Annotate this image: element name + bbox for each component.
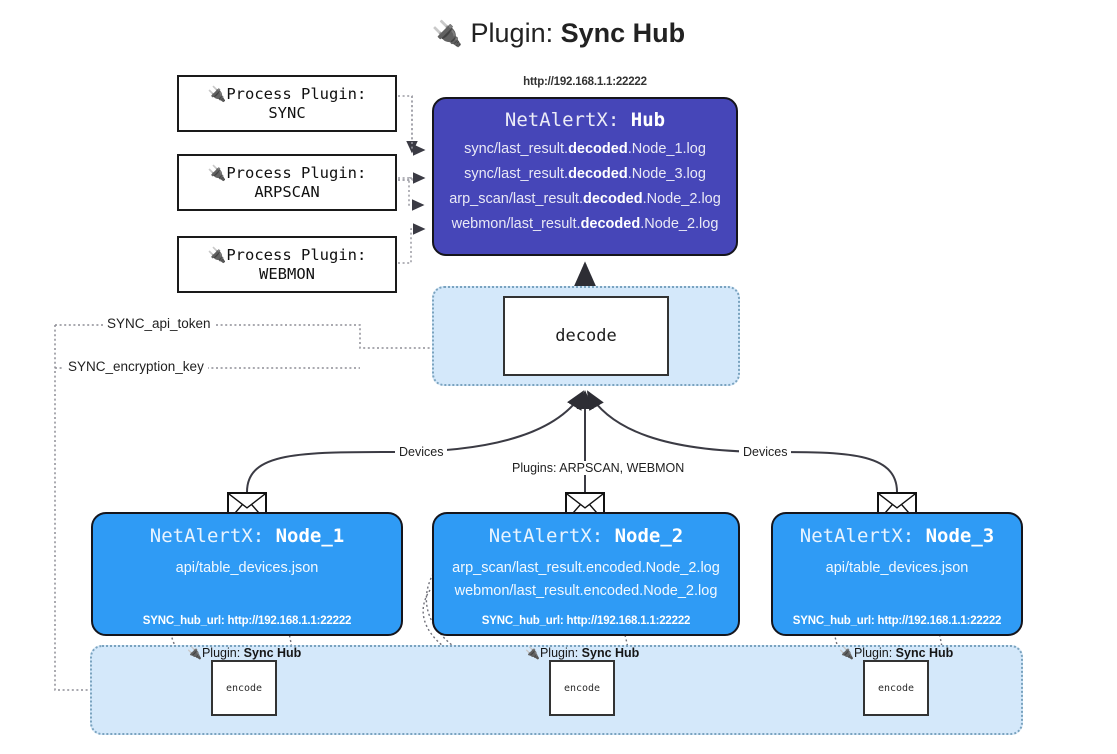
log-post: .Node_3.log	[627, 165, 706, 182]
node-line-list: arp_scan/last_result.encoded.Node_2.log …	[434, 557, 738, 604]
encode-box-node-1[interactable]: encode	[211, 660, 277, 716]
plugin-label-node-2: 🔌Plugin: Sync Hub	[525, 646, 639, 660]
page-title-name: Sync Hub	[560, 18, 686, 48]
process-plugin-label: Process Plugin:	[226, 85, 367, 104]
encode-box-node-2[interactable]: encode	[549, 660, 615, 716]
hub-log-item: webmon/last_result.decoded.Node_2.log	[434, 212, 736, 237]
log-strong: decoded	[568, 165, 628, 182]
process-plugin-name: WEBMON	[259, 264, 315, 283]
hub-log-item: sync/last_result.decoded.Node_3.log	[434, 162, 736, 187]
process-plugin-label: Process Plugin:	[226, 246, 367, 265]
node-line-list: api/table_devices.json	[93, 557, 401, 580]
plug-icon: 🔌	[839, 646, 854, 660]
hub-box[interactable]: NetAlertX: Hub sync/last_result.decoded.…	[432, 97, 738, 256]
process-plugin-box-webmon[interactable]: 🔌Process Plugin: WEBMON	[177, 236, 397, 293]
plug-icon: 🔌	[207, 164, 227, 183]
plugin-label-node-3: 🔌Plugin: Sync Hub	[839, 646, 953, 660]
plugin-label-prefix: Plugin:	[201, 646, 244, 660]
process-plugin-box-arpscan[interactable]: 🔌Process Plugin: ARPSCAN	[177, 154, 397, 211]
plug-icon: 🔌	[431, 20, 464, 48]
hub-title-prefix: NetAlertX:	[504, 109, 631, 131]
plug-icon: 🔌	[187, 646, 202, 660]
log-pre: sync/last_result.	[464, 141, 569, 157]
log-pre: arp_scan/last_result.	[449, 190, 583, 207]
log-post: .Node_2.log	[642, 190, 721, 207]
node-title-name: Node_2	[614, 525, 684, 547]
node-title: NetAlertX: Node_2	[434, 525, 738, 547]
plugin-label-prefix: Plugin:	[539, 646, 582, 660]
decode-box[interactable]: decode	[503, 296, 669, 376]
process-plugin-name: SYNC	[268, 103, 306, 122]
process-plugin-box-sync[interactable]: 🔌Process Plugin: SYNC	[177, 75, 397, 132]
log-pre: webmon/last_result.	[451, 215, 581, 232]
plugin-label-name: Sync Hub	[243, 646, 302, 660]
node-title-name: Node_1	[275, 525, 345, 547]
hub-log-item: arp_scan/last_result.decoded.Node_2.log	[434, 187, 736, 212]
node-line: api/table_devices.json	[175, 560, 319, 576]
node-box-node-2[interactable]: NetAlertX: Node_2 arp_scan/last_result.e…	[432, 512, 740, 636]
node-line: api/table_devices.json	[825, 560, 969, 576]
log-post: .Node_1.log	[627, 141, 706, 157]
log-strong: decoded	[568, 141, 628, 157]
node-title: NetAlertX: Node_1	[93, 525, 401, 547]
plugin-label-node-1: 🔌Plugin: Sync Hub	[187, 646, 301, 660]
hub-log-list: sync/last_result.decoded.Node_1.log sync…	[434, 137, 736, 237]
plug-icon: 🔌	[525, 646, 540, 660]
node-line: webmon/last_result.encoded.Node_2.log	[454, 583, 718, 600]
page-title-prefix: Plugin:	[470, 18, 561, 48]
plugin-label-name: Sync Hub	[581, 646, 640, 660]
hub-url-label: http://192.168.1.1:22222	[523, 76, 647, 88]
plugin-label-prefix: Plugin:	[853, 646, 896, 660]
plug-icon: 🔌	[207, 246, 227, 265]
sync-api-token-label: SYNC_api_token	[103, 316, 215, 331]
plugin-label-name: Sync Hub	[895, 646, 954, 660]
sync-encryption-key-label: SYNC_encryption_key	[64, 359, 208, 374]
edge-label-left-devices: Devices	[395, 445, 448, 459]
hub-log-item: sync/last_result.decoded.Node_1.log	[434, 137, 736, 162]
node-hub-url: SYNC_hub_url: http://192.168.1.1:22222	[792, 615, 1002, 627]
edge-label-right-devices: Devices	[739, 445, 792, 459]
node-title-name: Node_3	[925, 525, 995, 547]
encode-box-node-3[interactable]: encode	[863, 660, 929, 716]
node-line-list: api/table_devices.json	[773, 557, 1021, 580]
process-plugin-label: Process Plugin:	[226, 164, 367, 183]
hub-title-name: Hub	[630, 109, 666, 131]
plug-icon: 🔌	[207, 85, 227, 104]
hub-title: NetAlertX: Hub	[434, 109, 736, 131]
log-post: .Node_2.log	[640, 215, 719, 232]
edge-label-center-plugins: Plugins: ARPSCAN, WEBMON	[508, 461, 689, 475]
node-line: arp_scan/last_result.encoded.Node_2.log	[452, 560, 720, 576]
process-plugin-name: ARPSCAN	[254, 182, 320, 201]
node-hub-url: SYNC_hub_url: http://192.168.1.1:22222	[481, 615, 691, 627]
node-box-node-1[interactable]: NetAlertX: Node_1 api/table_devices.json…	[91, 512, 403, 636]
node-title: NetAlertX: Node_3	[773, 525, 1021, 547]
page-title: 🔌 Plugin: Sync Hub	[0, 18, 1117, 49]
node-hub-url: SYNC_hub_url: http://192.168.1.1:22222	[142, 615, 352, 627]
log-pre: sync/last_result.	[464, 165, 569, 182]
node-box-node-3[interactable]: NetAlertX: Node_3 api/table_devices.json…	[771, 512, 1023, 636]
node-title-prefix: NetAlertX:	[799, 525, 926, 547]
node-title-prefix: NetAlertX:	[488, 525, 615, 547]
log-strong: decoded	[582, 190, 643, 207]
node-title-prefix: NetAlertX:	[149, 525, 276, 547]
log-strong: decoded	[580, 215, 641, 232]
